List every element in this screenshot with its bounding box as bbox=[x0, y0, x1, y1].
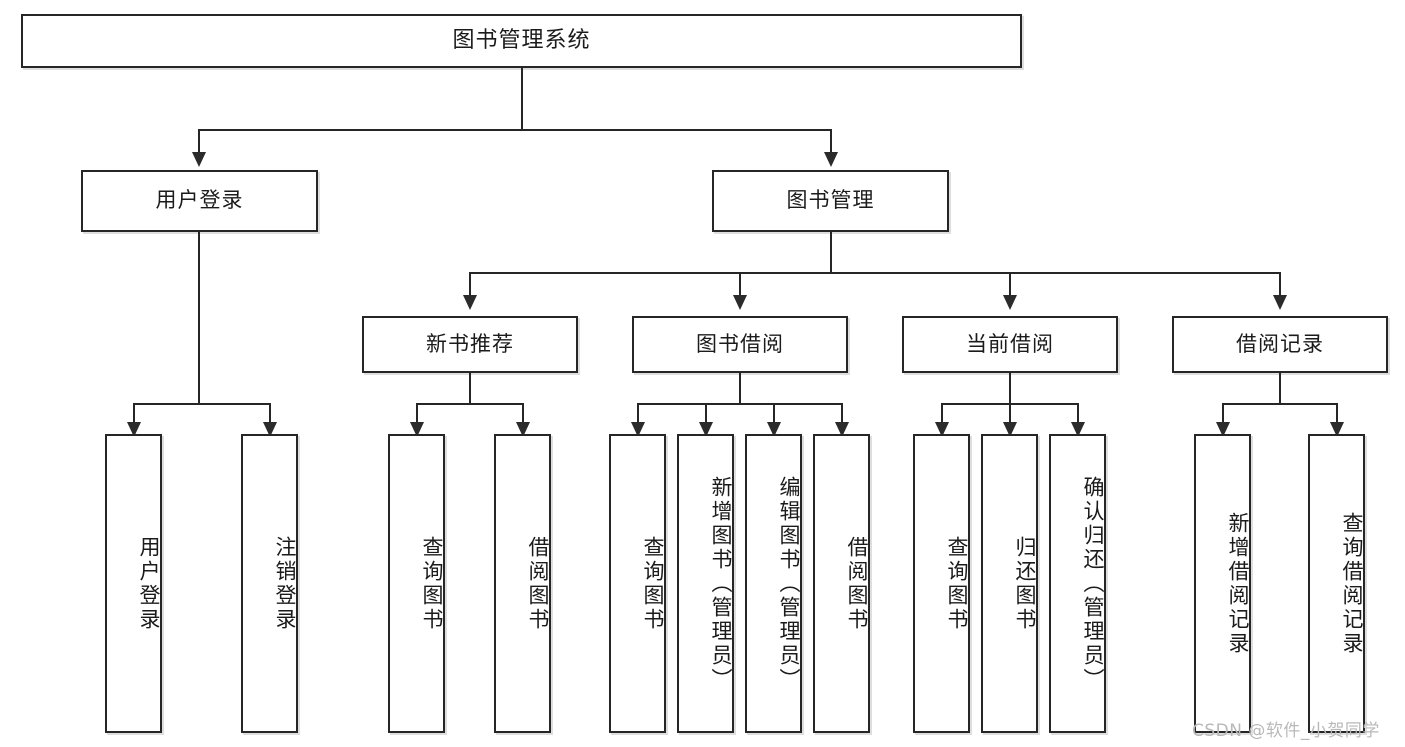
connector-borrow-record-bus bbox=[1222, 403, 1337, 405]
leaf-new-book-borrow-book[interactable]: 借阅图书 bbox=[494, 434, 551, 733]
leaf-borrow-record-query-record[interactable]: 查询借阅记录 bbox=[1308, 434, 1365, 733]
arrow-to-current-borrow bbox=[1003, 295, 1017, 310]
csdn-watermark: CSDN @软件_小贺同学 bbox=[1192, 721, 1380, 741]
connector-user-login-leaf2 bbox=[269, 403, 271, 424]
node-label: 查询图书 bbox=[641, 535, 665, 632]
node-label: 图书管理系统 bbox=[452, 27, 591, 53]
node-label: 当前借阅 bbox=[966, 331, 1054, 356]
node-label: 归还图书 bbox=[1013, 535, 1037, 632]
connector-borrow-record-leaf1 bbox=[1222, 403, 1224, 424]
connector-root-stem bbox=[521, 68, 523, 130]
node-label: 借阅图书 bbox=[845, 535, 869, 632]
arrow-new-book-leaf1 bbox=[410, 422, 424, 437]
arrow-current-borrow-leaf2 bbox=[1003, 422, 1017, 437]
node-book-management[interactable]: 图书管理 bbox=[712, 170, 949, 232]
leaf-borrow-record-add-record[interactable]: 新增借阅记录 bbox=[1194, 434, 1251, 733]
leaf-book-borrow-borrow-book[interactable]: 借阅图书 bbox=[813, 434, 870, 733]
arrow-new-book-leaf2 bbox=[516, 422, 530, 437]
arrow-user-login-leaf2 bbox=[263, 422, 277, 437]
leaf-book-borrow-query-book[interactable]: 查询图书 bbox=[609, 434, 666, 733]
connector-book-mgmt-to-new-book bbox=[469, 272, 471, 297]
connector-book-mgmt-to-book-borrow bbox=[739, 272, 741, 297]
leaf-current-borrow-confirm-return-admin[interactable]: 确认归还（管理员） bbox=[1049, 434, 1106, 733]
connector-new-book-bus bbox=[416, 403, 523, 405]
connector-current-borrow-leaf3 bbox=[1077, 403, 1079, 424]
connector-user-login-bus bbox=[133, 403, 270, 405]
connector-current-borrow-leaf1 bbox=[941, 403, 943, 424]
arrow-to-new-book-recommend bbox=[463, 295, 477, 310]
arrow-to-borrow-record bbox=[1273, 295, 1287, 310]
arrow-borrow-record-leaf2 bbox=[1330, 422, 1344, 437]
node-book-borrow[interactable]: 图书借阅 bbox=[632, 316, 848, 373]
arrow-borrow-record-leaf1 bbox=[1216, 422, 1230, 437]
connector-book-borrow-stem bbox=[739, 373, 741, 404]
node-label: 用户登录 bbox=[137, 535, 161, 632]
node-borrow-record[interactable]: 借阅记录 bbox=[1172, 316, 1388, 373]
node-label: 图书管理 bbox=[786, 188, 875, 213]
connector-book-borrow-leaf1 bbox=[637, 403, 639, 424]
connector-root-bus bbox=[198, 129, 832, 131]
connector-current-borrow-stem bbox=[1009, 373, 1011, 404]
connector-book-borrow-bus bbox=[637, 403, 843, 405]
node-user-login[interactable]: 用户登录 bbox=[81, 170, 318, 232]
connector-book-borrow-leaf3 bbox=[773, 403, 775, 424]
connector-new-book-stem bbox=[469, 373, 471, 404]
connector-book-mgmt-to-borrow-record bbox=[1279, 272, 1281, 297]
node-label: 借阅记录 bbox=[1236, 331, 1324, 356]
node-new-book-recommend[interactable]: 新书推荐 bbox=[362, 316, 578, 373]
leaf-user-login-login[interactable]: 用户登录 bbox=[105, 434, 162, 733]
connector-current-borrow-leaf2 bbox=[1009, 403, 1011, 424]
arrow-book-borrow-leaf3 bbox=[767, 422, 781, 437]
leaf-current-borrow-query-book[interactable]: 查询图书 bbox=[913, 434, 970, 733]
node-label: 编辑图书（管理员） bbox=[777, 475, 801, 692]
connector-book-borrow-leaf4 bbox=[841, 403, 843, 424]
node-root-library-system[interactable]: 图书管理系统 bbox=[21, 14, 1022, 68]
node-label: 图书借阅 bbox=[696, 331, 784, 356]
connector-user-login-leaf1 bbox=[133, 403, 135, 424]
node-label: 新书推荐 bbox=[426, 331, 514, 356]
node-label: 新增图书（管理员） bbox=[709, 475, 733, 692]
node-label: 查询借阅记录 bbox=[1340, 511, 1364, 656]
node-label: 用户登录 bbox=[155, 188, 244, 213]
node-label: 新增借阅记录 bbox=[1226, 511, 1250, 656]
arrow-to-book-borrow bbox=[733, 295, 747, 310]
arrow-book-borrow-leaf4 bbox=[835, 422, 849, 437]
connector-borrow-record-leaf2 bbox=[1336, 403, 1338, 424]
node-label: 查询图书 bbox=[945, 535, 969, 632]
node-label: 借阅图书 bbox=[526, 535, 550, 632]
connector-book-mgmt-to-current-borrow bbox=[1009, 272, 1011, 297]
leaf-user-login-logout[interactable]: 注销登录 bbox=[241, 434, 298, 733]
arrow-book-borrow-leaf1 bbox=[631, 422, 645, 437]
connector-book-borrow-leaf2 bbox=[705, 403, 707, 424]
connector-new-book-leaf2 bbox=[522, 403, 524, 424]
leaf-book-borrow-edit-book-admin[interactable]: 编辑图书（管理员） bbox=[745, 434, 802, 733]
arrow-current-borrow-leaf1 bbox=[935, 422, 949, 437]
arrow-root-to-user-login bbox=[192, 152, 206, 167]
node-current-borrow[interactable]: 当前借阅 bbox=[902, 316, 1118, 373]
connector-borrow-record-stem bbox=[1279, 373, 1281, 404]
node-label: 确认归还（管理员） bbox=[1081, 475, 1105, 692]
arrow-book-borrow-leaf2 bbox=[699, 422, 713, 437]
arrow-root-to-book-mgmt bbox=[824, 152, 838, 167]
connector-user-login-stem bbox=[198, 232, 200, 404]
leaf-book-borrow-add-book-admin[interactable]: 新增图书（管理员） bbox=[677, 434, 734, 733]
leaf-new-book-query-book[interactable]: 查询图书 bbox=[388, 434, 445, 733]
connector-book-mgmt-stem bbox=[830, 232, 832, 273]
connector-root-to-user-login bbox=[198, 129, 200, 154]
connector-new-book-leaf1 bbox=[416, 403, 418, 424]
leaf-current-borrow-return-book[interactable]: 归还图书 bbox=[981, 434, 1038, 733]
connector-book-mgmt-bus bbox=[469, 272, 1281, 274]
arrow-user-login-leaf1 bbox=[127, 422, 141, 437]
node-label: 注销登录 bbox=[273, 535, 297, 632]
node-label: 查询图书 bbox=[420, 535, 444, 632]
connector-root-to-book-mgmt bbox=[830, 129, 832, 154]
arrow-current-borrow-leaf3 bbox=[1071, 422, 1085, 437]
